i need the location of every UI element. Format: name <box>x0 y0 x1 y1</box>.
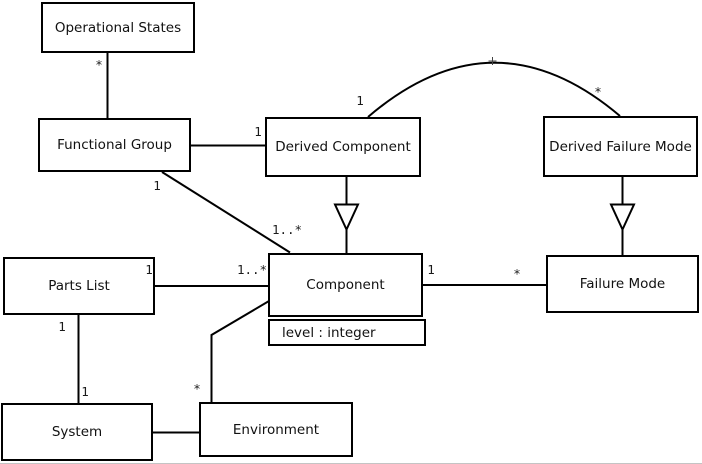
multiplicity-label: 1..* <box>271 221 303 237</box>
association-arc-derivedcomponent-derivedfailuremode[interactable] <box>367 61 621 118</box>
class-attribute-compartment[interactable]: level : integer <box>268 319 426 346</box>
class-name-compartment[interactable]: Component <box>268 253 423 317</box>
attribute-label: level : integer <box>282 324 376 341</box>
class-operational-states[interactable]: Operational States <box>41 2 195 53</box>
generalization-triangle-icon[interactable] <box>609 203 636 232</box>
class-derived-component[interactable]: Derived Component <box>265 117 421 177</box>
class-component[interactable]: Component level : integer <box>268 253 426 346</box>
multiplicity-label: 1..* <box>236 261 268 277</box>
multiplicity-label: 1 <box>58 318 66 334</box>
class-name-label: Parts List <box>48 278 110 294</box>
multiplicity-label: 1 <box>356 92 364 108</box>
multiplicity-label: 1 <box>153 177 161 193</box>
class-name-label: Derived Failure Mode <box>549 138 692 155</box>
class-name-label: Environment <box>232 421 320 438</box>
multiplicity-label: * <box>193 380 201 396</box>
multiplicity-label: * <box>513 265 521 281</box>
association-functionalgroup-component[interactable] <box>161 171 291 254</box>
class-parts-list[interactable]: Parts List <box>3 257 155 315</box>
arc-midpoint-cross-icon <box>488 57 497 65</box>
multiplicity-label: 1 <box>145 261 153 277</box>
multiplicity-label: 1 <box>427 261 435 277</box>
class-name-label: Operational States <box>54 19 182 36</box>
association-component-environment[interactable] <box>210 300 270 402</box>
class-failure-mode[interactable]: Failure Mode <box>546 255 699 313</box>
class-name-label: Derived Component <box>275 139 411 155</box>
class-environment[interactable]: Environment <box>199 402 353 457</box>
class-name-label: Failure Mode <box>579 276 666 292</box>
multiplicity-label: 1 <box>81 383 89 399</box>
multiplicity-label: 1 <box>254 123 262 139</box>
class-functional-group[interactable]: Functional Group <box>38 118 191 172</box>
generalization-triangle-icon[interactable] <box>333 203 360 232</box>
class-system[interactable]: System <box>1 403 153 461</box>
class-name-label: Component <box>306 277 385 293</box>
class-derived-failure-mode[interactable]: Derived Failure Mode <box>543 116 698 177</box>
class-name-label: System <box>51 424 103 440</box>
multiplicity-label: * <box>594 83 602 99</box>
multiplicity-label: * <box>95 56 103 72</box>
class-name-label: Functional Group <box>57 137 172 153</box>
